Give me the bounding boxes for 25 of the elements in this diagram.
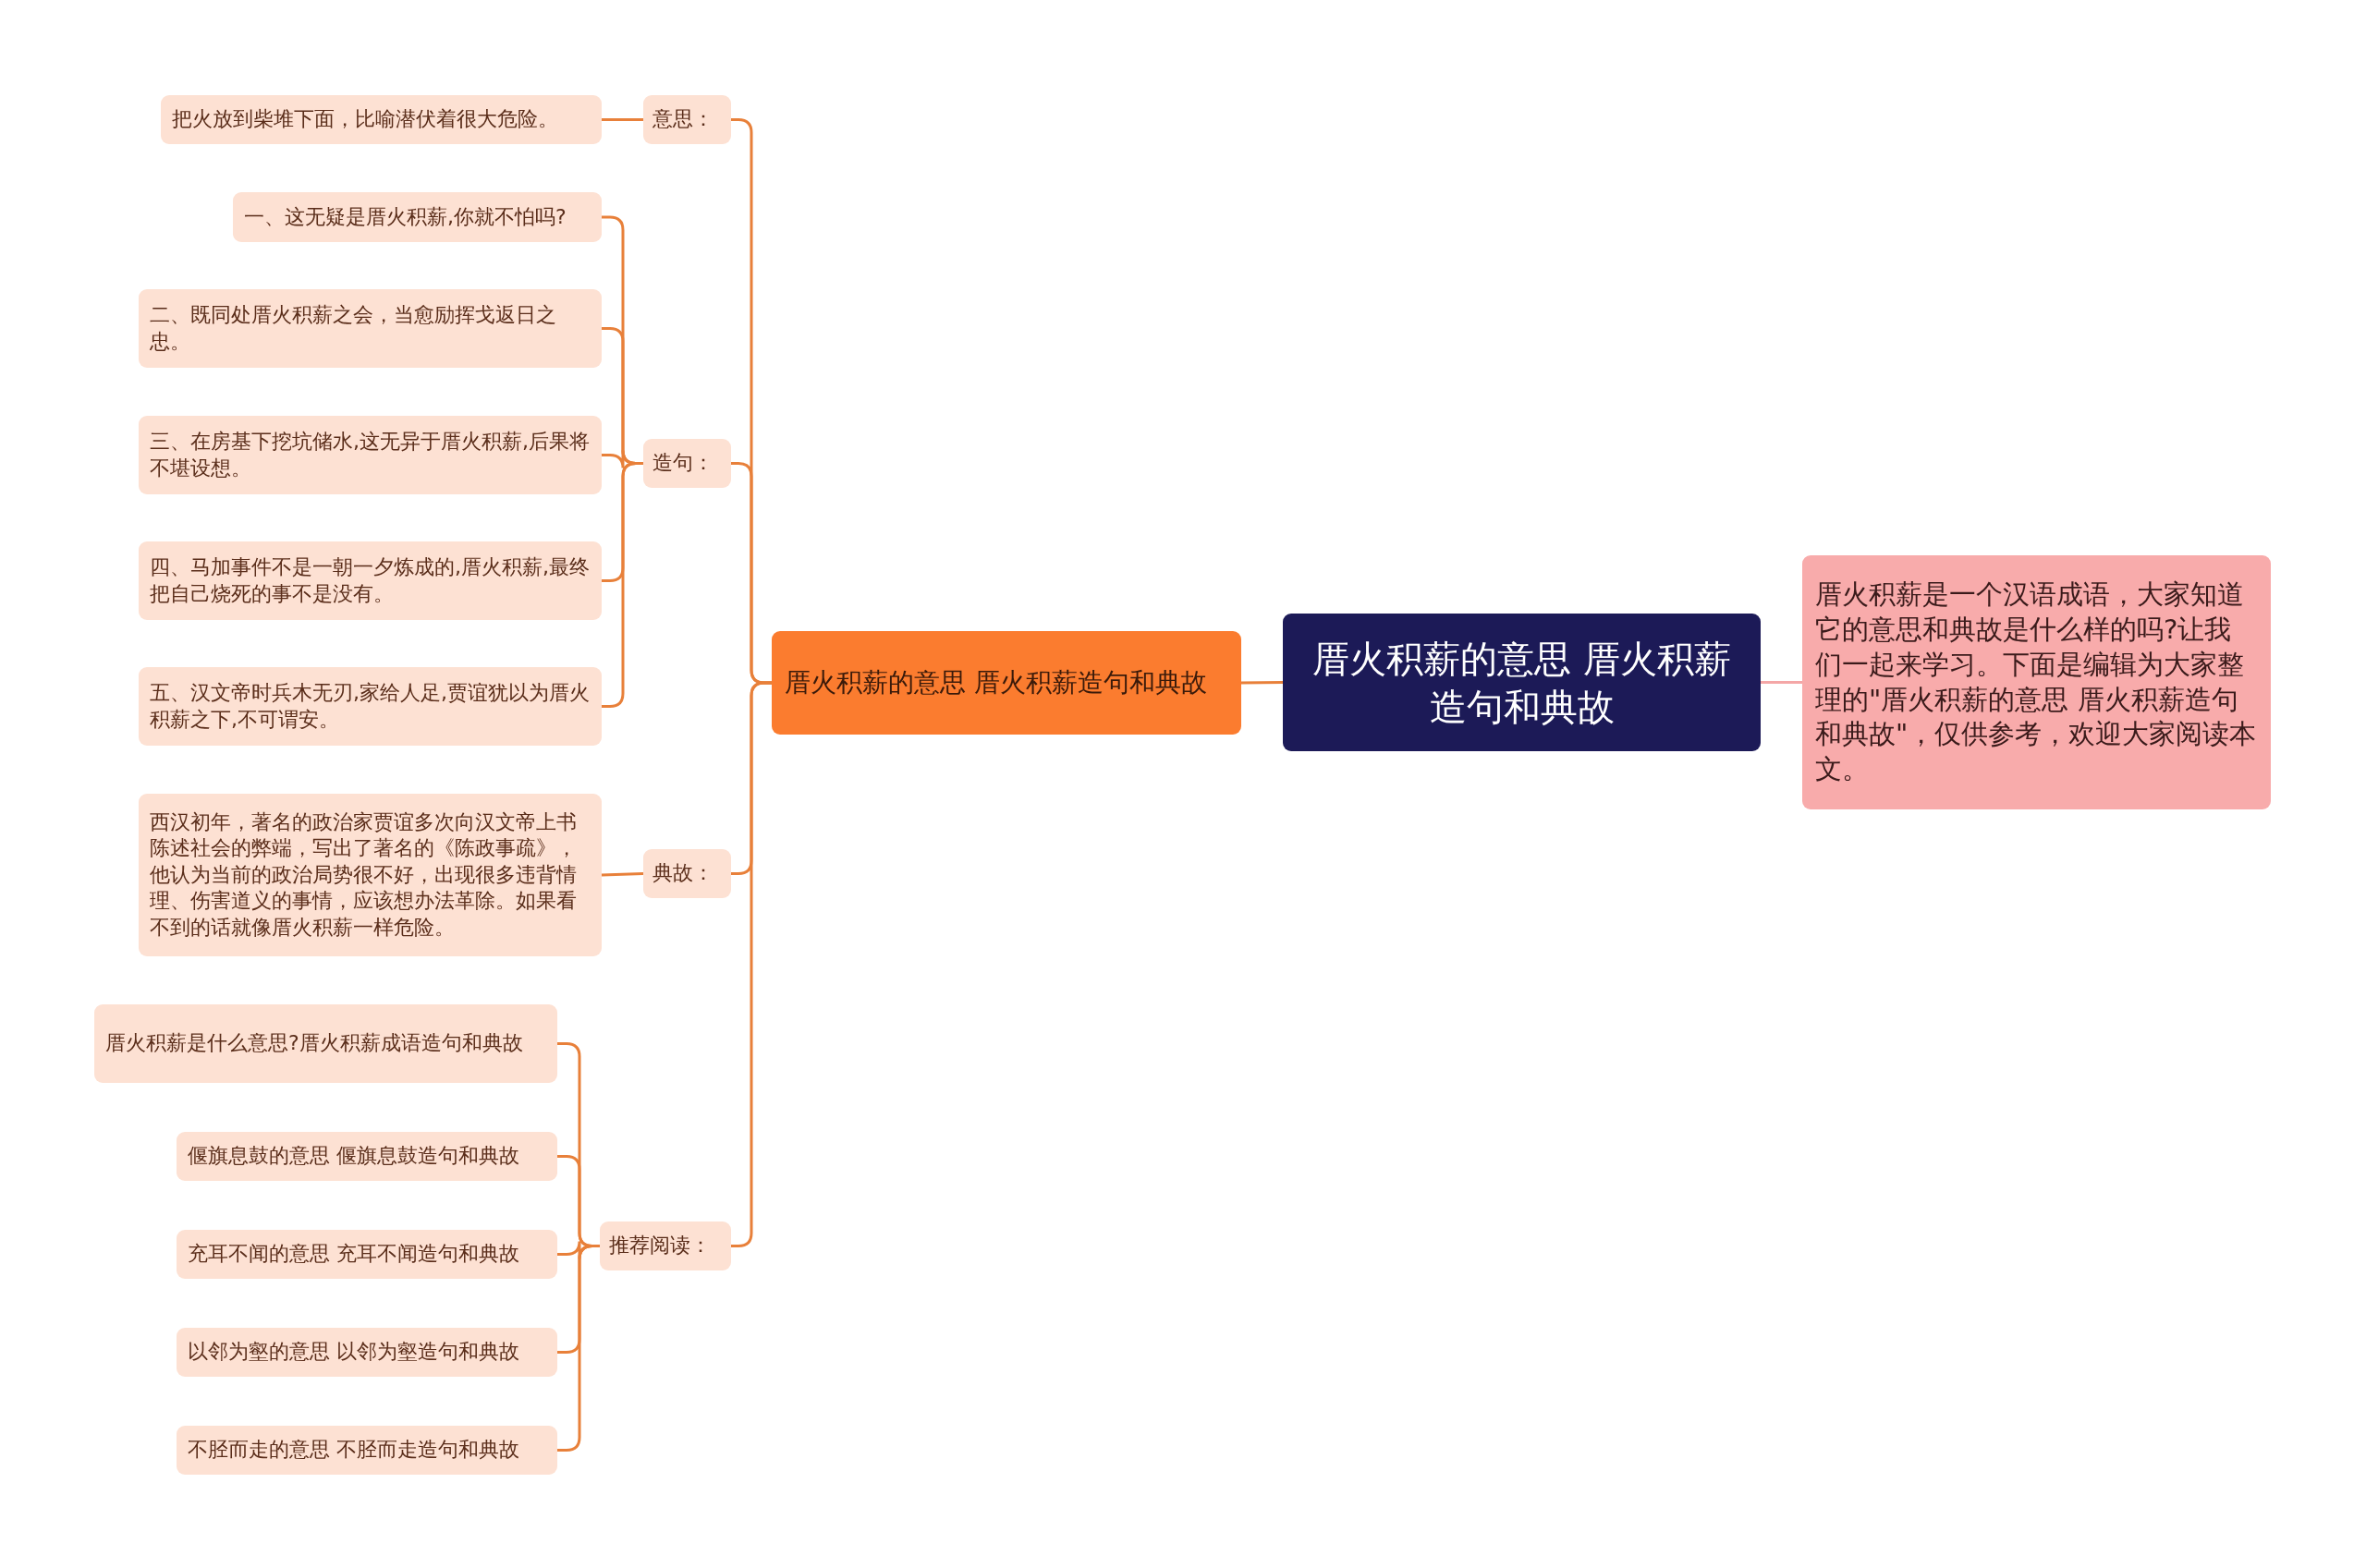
summary-box: 厝火积薪是一个汉语成语，大家知道它的意思和典故是什么样的吗?让我们一起来学习。下面是编辑为大家整理的"厝火积薪的意思 厝火积薪造句和典故"，仅供参考，欢迎大家阅读本文。 bbox=[1802, 555, 2271, 809]
note-box: 偃旗息鼓的意思 偃旗息鼓造句和典故 bbox=[177, 1132, 557, 1181]
connector-line bbox=[602, 462, 643, 708]
connector-line bbox=[557, 1245, 600, 1452]
category-box: 造句： bbox=[643, 439, 731, 488]
category-box: 推荐阅读： bbox=[600, 1222, 731, 1270]
category-box: 意思： bbox=[643, 95, 731, 144]
connector-line bbox=[1761, 681, 1802, 684]
note-box: 二、既同处厝火积薪之会，当愈励挥戈返日之忠。 bbox=[139, 289, 602, 368]
connector-line bbox=[1241, 681, 1283, 685]
note-box: 把火放到柴堆下面，比喻潜伏着很大危险。 bbox=[161, 95, 602, 144]
note-box: 四、马加事件不是一朝一夕炼成的,厝火积薪,最终把自己烧死的事不是没有。 bbox=[139, 541, 602, 620]
note-box: 五、汉文帝时兵木无刃,家给人足,贾谊犹以为厝火积薪之下,不可谓安。 bbox=[139, 667, 602, 746]
topic-box: 厝火积薪的意思 厝火积薪造句和典故 bbox=[772, 631, 1241, 735]
connector-line bbox=[601, 872, 644, 877]
category-box: 典故： bbox=[643, 849, 731, 898]
note-box: 厝火积薪是什么意思?厝火积薪成语造句和典故 bbox=[94, 1004, 557, 1083]
note-box: 不胫而走的意思 不胫而走造句和典故 bbox=[177, 1426, 557, 1475]
note-box: 三、在房基下挖坑储水,这无异于厝火积薪,后果将不堪设想。 bbox=[139, 416, 602, 494]
connector-line bbox=[602, 118, 643, 121]
note-box: 一、这无疑是厝火积薪,你就不怕吗? bbox=[233, 192, 602, 242]
note-box: 充耳不闻的意思 充耳不闻造句和典故 bbox=[177, 1230, 557, 1279]
note-box: 以邻为壑的意思 以邻为壑造句和典故 bbox=[177, 1328, 557, 1377]
note-box: 西汉初年，著名的政治家贾谊多次向汉文帝上书陈述社会的弊端，写出了著名的《陈政事疏》，他认为当前的政治局势很不好，出现很多违背情理、伤害道义的事情，应该想办法革除。如果看不到的话就像厝火积薪一样危险。 bbox=[139, 794, 602, 956]
central-topic-box: 厝火积薪的意思 厝火积薪造句和典故 bbox=[1283, 614, 1761, 751]
